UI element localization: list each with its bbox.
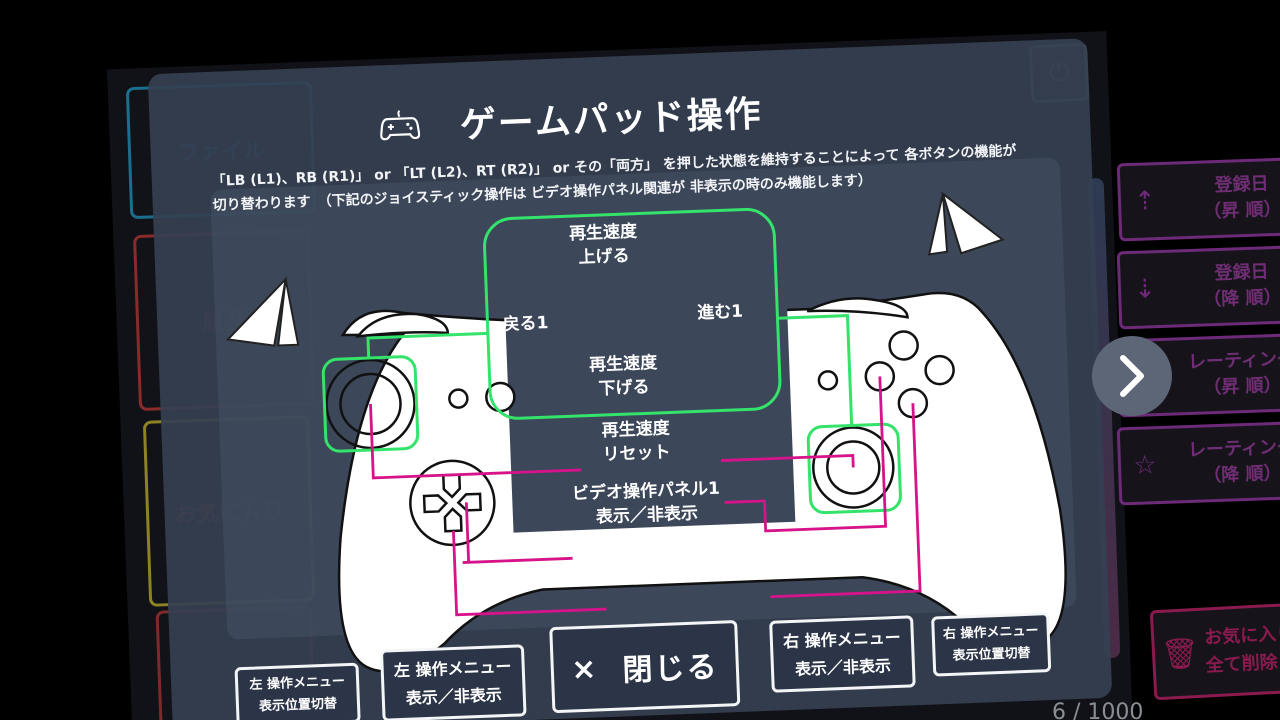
sort-label: 登録日: [1214, 261, 1269, 285]
speed-reset-label: 再生速度 リセット: [601, 417, 671, 468]
joystick-highlight: [321, 207, 902, 515]
button-mapping-lines: [369, 376, 922, 617]
sort-date-ascending[interactable]: ⇡ 登録日 （昇 順）: [1116, 156, 1280, 242]
gamepad-help-modal: ゲームパッド操作 「LB (L1)、RB (R1)」 or 「LT (L2)、R…: [147, 38, 1113, 720]
sort-date-descending[interactable]: ⇣ 登録日 （降 順）: [1116, 244, 1280, 330]
trash-icon: 🗑: [1160, 635, 1201, 673]
delete-label-line1: お気に入り: [1203, 622, 1280, 649]
close-label: 閉じる: [621, 649, 720, 689]
delete-label-line2: 全て削除: [1205, 651, 1279, 677]
sort-label: レーティング: [1187, 436, 1280, 462]
left-menu-position-button[interactable]: 左 操作メニュー 表示位置切替: [234, 662, 361, 720]
sort-descending-star-icon: ☆: [1132, 450, 1158, 481]
sort-order: （昇 順）: [1202, 374, 1280, 399]
right-stick: [812, 426, 895, 509]
sort-order: （降 順）: [1202, 286, 1280, 311]
modal-header: ゲームパッド操作: [379, 77, 861, 155]
rewind-label: 戻る1: [502, 313, 549, 335]
left-trigger-icon: [225, 276, 300, 347]
label-line: リセット: [602, 442, 671, 466]
sort-label: レーティング: [1187, 348, 1280, 374]
button-line: 表示位置切替: [952, 645, 1031, 664]
dpad: [409, 459, 496, 547]
close-button[interactable]: × 閉じる: [549, 620, 741, 714]
forward-label: 進む1: [696, 301, 744, 324]
right-trigger-icon: [927, 191, 1005, 256]
item-counter: 6 / 1000: [1052, 700, 1144, 720]
chevron-right-icon: [1120, 355, 1144, 397]
button-line: 左 操作メニュー: [393, 656, 512, 681]
right-menu-toggle-button[interactable]: 右 操作メニュー 表示／非表示: [769, 615, 916, 693]
speed-up-label: 再生速度 上げる: [569, 220, 639, 271]
gamepad-diagram: [225, 191, 1067, 673]
next-page-button[interactable]: [1092, 336, 1172, 416]
sort-ascending-calendar-icon: ⇡: [1133, 186, 1157, 217]
button-line: 表示／非表示: [794, 656, 892, 679]
sort-menu: ⇡ 登録日 （昇 順） ⇣ 登録日 （降 順） ☆ レーティング （昇 順） ☆…: [1116, 156, 1280, 512]
button-line: 右 操作メニュー: [782, 627, 901, 652]
label-line: 下げる: [598, 377, 650, 400]
panel-toggle-label: ビデオ操作パネル1 表示／非表示: [572, 477, 722, 531]
label-line: 再生速度: [601, 418, 671, 442]
gamepad-icon: [380, 110, 421, 141]
delete-all-favorites-button[interactable]: 🗑 お気に入り 全て削除: [1149, 601, 1280, 701]
menu-button-icon: [817, 370, 839, 391]
left-menu-toggle-button[interactable]: 左 操作メニュー 表示／非表示: [379, 644, 527, 720]
label-line: 再生速度: [568, 221, 638, 245]
label-line: 再生速度: [588, 352, 658, 376]
button-line: 表示／非表示: [405, 685, 503, 708]
sort-order: （昇 順）: [1202, 198, 1280, 223]
view-button-icon: [448, 388, 469, 409]
button-line: 表示位置切替: [258, 696, 338, 715]
close-icon: ×: [570, 650, 600, 687]
sort-descending-calendar-icon: ⇣: [1133, 274, 1157, 305]
sort-order: （降 順）: [1202, 462, 1280, 487]
sort-label: 登録日: [1214, 173, 1269, 197]
speed-down-label: 再生速度 下げる: [589, 351, 659, 402]
label-line: 上げる: [578, 245, 630, 268]
sort-rating-descending[interactable]: ☆ レーティング （降 順）: [1116, 420, 1280, 506]
right-menu-position-button[interactable]: 右 操作メニュー 表示位置切替: [931, 612, 1052, 677]
play-pause-label: 再生／一時停止: [604, 558, 725, 584]
